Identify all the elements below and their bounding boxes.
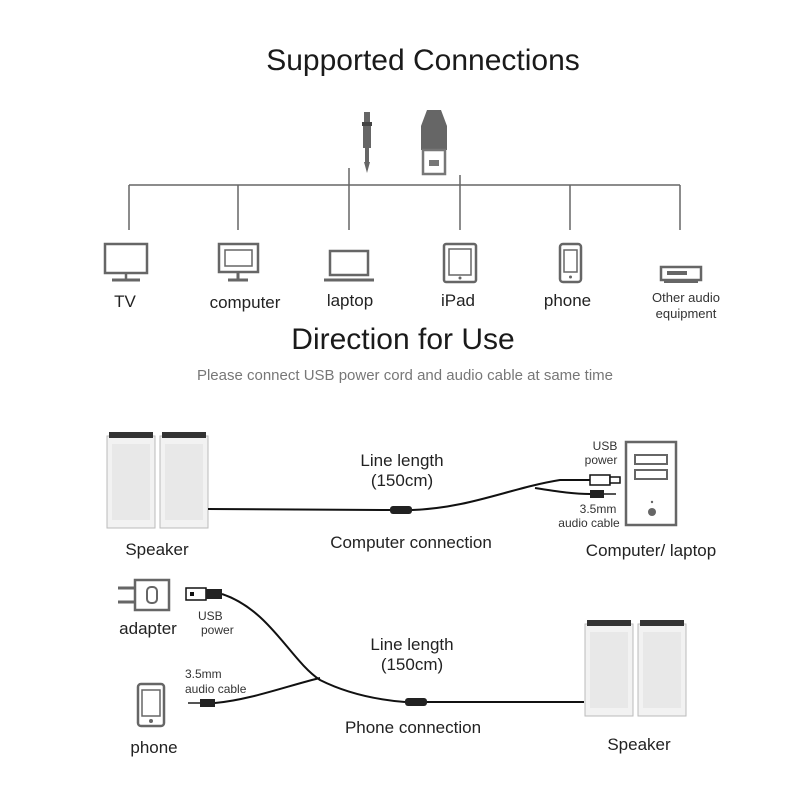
speaker-pair-left — [106, 432, 209, 529]
monitor-icon — [217, 242, 260, 282]
connection-tree — [128, 168, 681, 230]
tablet-icon — [442, 242, 478, 284]
supported-connections-title: Supported Connections — [266, 44, 580, 77]
line-length-value-2: (150cm) — [380, 655, 444, 674]
speaker-label-right: Speaker — [607, 735, 671, 754]
tv-icon — [103, 242, 149, 282]
device-label-ipad: iPad — [440, 291, 476, 310]
line-length-label-2: Line length — [370, 635, 454, 654]
desktop-tower-icon — [624, 440, 678, 527]
device-label-other-audio: Other audio equipment — [652, 290, 720, 321]
phone-icon — [558, 242, 583, 284]
direction-subtitle: Please connect USB power cord and audio … — [196, 367, 614, 384]
phone-device-icon — [136, 682, 166, 728]
speaker-label-left: Speaker — [125, 540, 189, 559]
audio-cable-label-top: 3.5mm — [579, 502, 617, 516]
audio-device-icon — [659, 265, 703, 283]
device-label-laptop: laptop — [326, 291, 374, 310]
phone-audio-cable-label-bottom: audio cable — [185, 682, 247, 696]
device-label-computer: computer — [209, 293, 281, 312]
phone-audio-cable-label-top: 3.5mm — [185, 667, 222, 681]
speaker-pair-right — [584, 620, 687, 717]
computer-cable — [207, 474, 621, 514]
device-label-tv: TV — [114, 292, 136, 311]
line-length-value-1: (150cm) — [370, 471, 434, 490]
usb-power-label-top: USB — [592, 439, 618, 453]
line-length-label-1: Line length — [360, 451, 444, 470]
phone-label: phone — [130, 738, 178, 757]
adapter-icon — [118, 578, 171, 612]
usb-power-label-bottom: power — [584, 453, 618, 467]
audio-jack-icon — [362, 112, 372, 173]
device-label-phone: phone — [543, 291, 592, 310]
computer-connection-label: Computer connection — [330, 533, 492, 552]
direction-title: Direction for Use — [291, 323, 515, 356]
computer-laptop-label: Computer/ laptop — [585, 541, 717, 560]
phone-cable — [185, 587, 584, 707]
phone-usb-power-label-top: USB — [198, 609, 223, 623]
laptop-icon — [324, 249, 374, 282]
audio-cable-label-bottom: audio cable — [558, 516, 620, 530]
phone-usb-power-label-bottom: power — [201, 623, 234, 637]
usb-plug-icon — [421, 110, 447, 176]
phone-connection-label: Phone connection — [344, 718, 482, 737]
adapter-label: adapter — [119, 619, 177, 638]
